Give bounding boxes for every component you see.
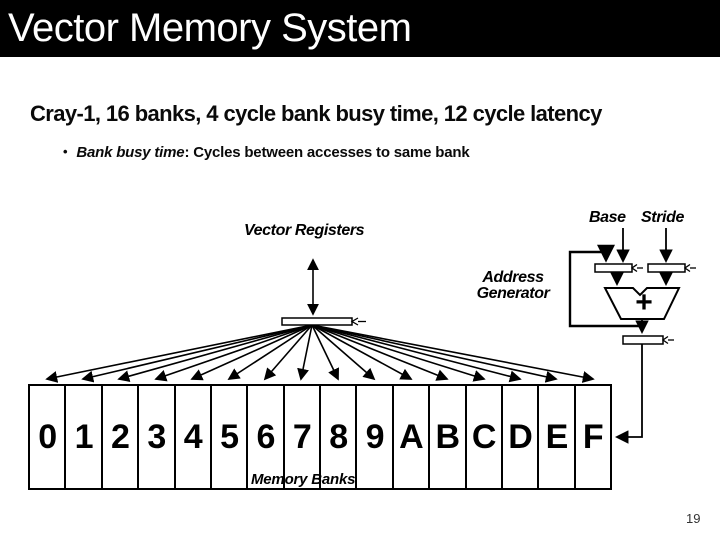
- memory-banks-label: Memory Banks: [251, 471, 356, 488]
- bullet-line: • Bank busy time: Cycles between accesses…: [63, 144, 470, 161]
- base-label: Base: [589, 209, 626, 226]
- latch-clock-icon: [350, 317, 359, 326]
- bank-label: B: [435, 417, 461, 456]
- latch-clock-icon: [661, 335, 669, 345]
- bank-label: 9: [365, 417, 385, 456]
- memory-bank-cell: 3: [137, 386, 173, 488]
- memory-bank-cell: 8: [319, 386, 355, 488]
- memory-bank-cell: E: [537, 386, 573, 488]
- bullet-rest: : Cycles between accesses to same bank: [184, 144, 470, 161]
- memory-bank-cell: 2: [100, 386, 137, 488]
- memory-bank-cell: 9: [355, 386, 391, 488]
- bank-label: 8: [329, 417, 348, 456]
- bullet-marker: •: [63, 144, 68, 159]
- bank-label: 6: [256, 417, 275, 456]
- bank-label: D: [508, 417, 533, 456]
- address-feedback-wire: [568, 244, 642, 328]
- heading-text: Cray-1, 16 banks, 4 cycle bank busy time…: [30, 101, 602, 126]
- memory-bank-cell: 5: [209, 386, 246, 488]
- title-bar: Vector Memory System: [0, 0, 720, 57]
- bank-label: E: [545, 417, 569, 456]
- memory-bank-cell: 0: [30, 386, 64, 488]
- bank-label: 7: [292, 417, 312, 456]
- memory-bank-cell: 6: [246, 386, 282, 488]
- bank-label: 2: [110, 417, 130, 456]
- slide-title: Vector Memory System: [8, 6, 412, 50]
- memory-bank-cell: C: [464, 386, 501, 488]
- page-number: 19: [686, 511, 701, 526]
- memory-bank-cell: A: [391, 386, 428, 488]
- bank-label: 4: [183, 417, 203, 456]
- memory-bank-cell: 4: [173, 386, 210, 488]
- bank-label: 3: [147, 417, 166, 456]
- adder-shape: [603, 287, 681, 320]
- bank-label: 5: [220, 417, 239, 456]
- address-generator-label-line2: Generator: [476, 285, 550, 302]
- memory-bank-cell: F: [573, 386, 610, 488]
- bank-fanout-arrows: [45, 324, 595, 383]
- adder-plus-symbol: +: [635, 286, 653, 319]
- latch-clock-icon: [683, 263, 691, 273]
- memory-bank-cell: B: [428, 386, 464, 488]
- bank-label: 0: [38, 417, 57, 456]
- memory-bank-array: 0 1 2 3 4 5 6 7 8 9 A B C D E F: [28, 384, 612, 490]
- bank-label: A: [399, 417, 424, 456]
- vector-buffer-register: [281, 317, 366, 326]
- address-generator-label-line1: Address: [482, 269, 544, 286]
- register-to-adder-arrows: [610, 272, 673, 287]
- vector-registers-label: Vector Registers: [244, 222, 365, 239]
- address-to-banks-arrow: [614, 344, 643, 444]
- stride-label: Stride: [641, 209, 684, 226]
- memory-bank-cell: 7: [282, 386, 319, 488]
- memory-bank-cell: D: [500, 386, 537, 488]
- address-generator-label: Address Generator: [460, 270, 566, 302]
- base-register: [594, 263, 643, 273]
- bank-label: F: [582, 417, 604, 456]
- bullet-term: Bank busy time: [76, 144, 185, 161]
- memory-bank-cell: 1: [64, 386, 100, 488]
- address-output-register: [622, 335, 674, 345]
- base-stride-input-arrows: [616, 228, 673, 264]
- bank-label: 1: [74, 417, 94, 456]
- stride-register: [647, 263, 696, 273]
- bank-label: C: [471, 417, 497, 456]
- latch-clock-icon: [630, 263, 638, 273]
